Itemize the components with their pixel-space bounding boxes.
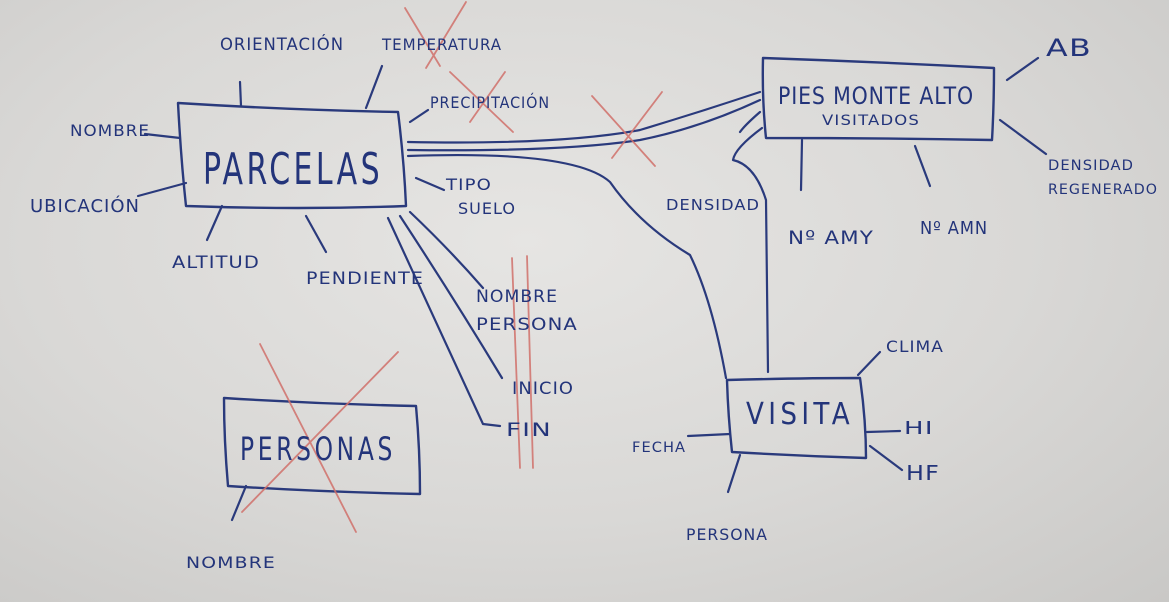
cross-precipitacion — [449, 71, 514, 133]
entity-pies-line1: PIES MONTE ALTO — [778, 82, 974, 110]
line-parcelas-pies-1 — [406, 90, 762, 144]
attr-clima: CLIMA — [886, 337, 944, 356]
entity-labels: PARCELAS PIES MONTE ALTO VISITADOS VISIT… — [203, 82, 974, 468]
attr-ubicacion: UBICACIÓN — [30, 195, 140, 217]
line-hf — [868, 444, 904, 472]
line-n-amn — [913, 144, 932, 188]
attr-nombre-persona-2: PERSONA — [476, 315, 578, 335]
box-visita — [725, 376, 868, 460]
line-parcelas-visita — [406, 153, 728, 380]
attr-altitud: ALTITUD — [172, 253, 260, 273]
entity-parcelas: PARCELAS — [203, 144, 383, 195]
line-fin — [386, 216, 502, 428]
cross-parcelas-pies — [591, 91, 663, 167]
entity-pies-line2: VISITADOS — [822, 113, 920, 129]
line-precipitacion — [408, 108, 430, 124]
attr-inicio: INICIO — [512, 379, 574, 399]
entity-boxes — [176, 56, 996, 496]
line-hi — [865, 429, 902, 434]
line-parcelas-pies-2 — [406, 98, 762, 152]
line-personas-nombre — [230, 484, 248, 522]
box-pies-monte-alto — [761, 56, 996, 142]
line-persona — [726, 453, 742, 494]
attr-densidad: DENSIDAD — [666, 196, 760, 214]
line-fecha — [686, 432, 732, 438]
line-ubicacion — [136, 181, 188, 198]
cross-personas — [241, 343, 399, 533]
attr-hi: HI — [904, 418, 934, 439]
attr-tipo: TIPO — [445, 175, 492, 194]
attr-n-amy: Nº AMY — [788, 227, 874, 249]
line-ab — [1005, 56, 1040, 82]
attr-temperatura: TEMPERATURA — [381, 35, 502, 54]
attr-fin: FIN — [506, 419, 552, 441]
line-nombre-persona — [408, 210, 485, 290]
attr-suelo: SUELO — [458, 199, 516, 218]
attr-nombre: NOMBRE — [70, 121, 150, 140]
line-pies-densidad — [738, 110, 762, 134]
attr-hf: HF — [906, 461, 940, 485]
line-nombre — [143, 132, 182, 140]
attr-nombre-persona-1: NOMBRE — [476, 287, 558, 307]
cross-outs — [241, 1, 663, 533]
line-tipo-suelo — [414, 176, 446, 192]
attr-n-amn: Nº AMN — [920, 218, 988, 239]
attr-fecha: FECHA — [632, 440, 686, 456]
line-orientacion — [238, 80, 243, 108]
attr-pendiente: PENDIENTE — [306, 269, 424, 289]
cross-temperatura — [404, 1, 467, 69]
attr-personas-nombre: NOMBRE — [186, 553, 276, 572]
line-pies-visita — [731, 126, 770, 374]
connector-lines — [136, 56, 1048, 522]
line-densidad-regenerado — [998, 118, 1048, 156]
attr-densidad-regenerado-1: DENSIDAD — [1048, 158, 1134, 174]
entity-personas: PERSONAS — [240, 430, 396, 468]
attr-orientacion: ORIENTACIÓN — [220, 33, 344, 55]
line-n-amy — [799, 138, 804, 192]
box-parcelas — [176, 101, 408, 210]
line-altitud — [205, 204, 224, 242]
entity-visita: VISITA — [746, 397, 854, 432]
line-inicio — [398, 214, 504, 380]
line-clima — [856, 350, 882, 377]
attr-precipitacion: PRECIPITACIÓN — [430, 93, 550, 112]
attr-ab: AB — [1046, 34, 1092, 62]
line-pendiente — [304, 214, 328, 254]
cross-nombre-persona — [511, 255, 534, 469]
box-personas — [222, 396, 422, 496]
attr-densidad-regenerado-2: REGENERADO — [1048, 182, 1158, 198]
line-temperatura — [364, 64, 384, 110]
attr-persona: PERSONA — [686, 525, 768, 544]
attribute-labels: ORIENTACIÓN TEMPERATURA PRECIPITACIÓN NO… — [30, 33, 1158, 572]
